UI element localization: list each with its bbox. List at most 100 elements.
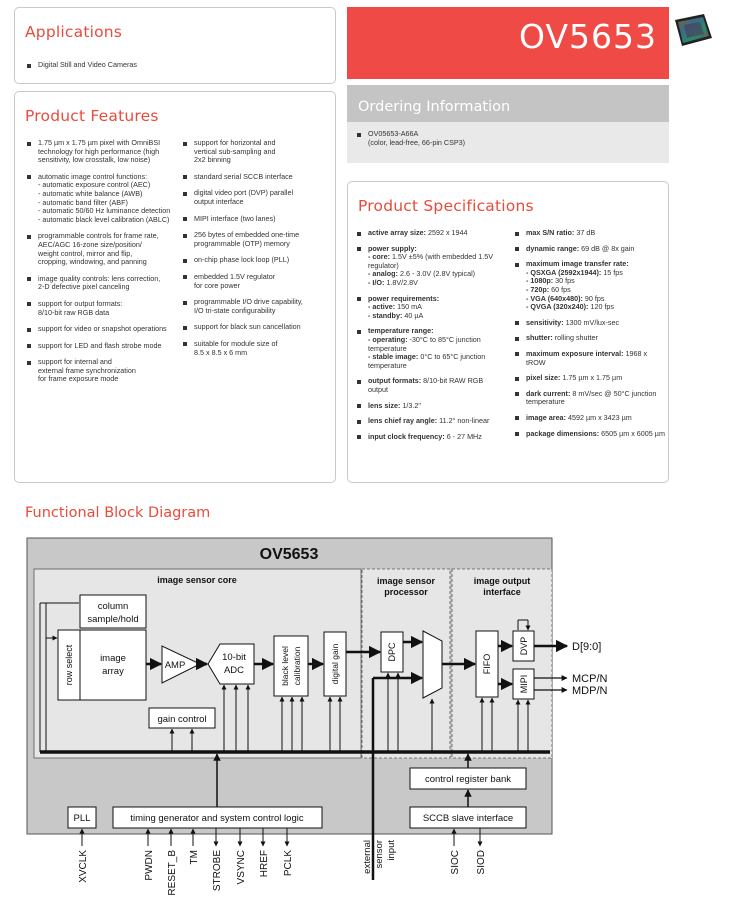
features-title: Product Features [25, 107, 159, 125]
image-array-label-1: image [100, 653, 126, 664]
spec-sub-value: 90 fps [582, 293, 605, 303]
spec-label: lens size: [368, 400, 401, 410]
spec-item: active array size: 2592 x 1944 [357, 228, 505, 238]
feature-item: image quality controls: lens correction,… [27, 274, 185, 292]
feature-line: standard serial SCCB interface [194, 171, 293, 181]
functional-block-diagram: OV5653 image sensor core image sensor pr… [26, 537, 608, 896]
spec-sub-item: - operating: -30°C to 85°C junction temp… [368, 334, 505, 353]
product-features-panel: Product Features 1.75 µm x 1.75 µm pixel… [14, 91, 336, 483]
feature-item: programmable I/O drive capability,I/O tr… [183, 298, 331, 315]
iface-label-2: interface [483, 587, 521, 597]
spec-sub-value: 150 mA [395, 302, 422, 312]
spec-sub-item: - VGA (640x480): 90 fps [526, 293, 667, 304]
spec-label: maximum exposure interval: [526, 348, 624, 358]
black-level-calibration-block [273, 635, 309, 697]
gain-control-label: gain control [157, 714, 206, 725]
feature-line: - automatic white balance (AWB) [38, 188, 143, 198]
specs-title: Product Specifications [358, 197, 534, 215]
ordering-title: Ordering Information [358, 99, 511, 115]
spec-sub-value: 1.8V/2.8V [384, 277, 418, 287]
output-mcp-label: MCP/N [572, 673, 608, 685]
external-label-1: external [362, 840, 373, 874]
spec-sub-value: 40 µA [402, 310, 424, 320]
feature-item: automatic image control functions:- auto… [27, 172, 185, 225]
feature-item: support for output formats:8/10-bit raw … [27, 298, 185, 317]
adc-block [207, 643, 255, 685]
feature-item: MIPI interface (two lanes) [183, 214, 331, 224]
pin-siod: SIOD [476, 850, 487, 874]
spec-sub-item: - analog: 2.6 - 3.0V (2.8V typical) [368, 270, 505, 279]
dvp-label: DVP [519, 637, 529, 656]
part-number: OV5653 [519, 17, 657, 56]
row-select-label: row select [64, 644, 74, 685]
spec-sub-label: - analog: [368, 269, 398, 279]
chip-title: OV5653 [260, 546, 319, 563]
spec-label: input clock frequency: [368, 431, 445, 441]
dpc-block [380, 631, 404, 673]
feature-line: support for video or snapshot operations [38, 324, 167, 334]
feature-line: support for output formats: [38, 298, 123, 308]
spec-item: output formats: 8/10-bit RAW RGB output [357, 377, 505, 394]
feature-line: cropping, windowing, and panning [38, 257, 147, 267]
spec-label: output formats: [368, 376, 422, 386]
feature-line: programmable (OTP) memory [194, 238, 290, 248]
spec-sub-label: - 720p: [526, 284, 550, 294]
external-label-2: sensor [374, 840, 385, 869]
spec-sub-item: - core: 1.5V ±5% (with embedded 1.5V reg… [368, 252, 505, 270]
applications-panel: Applications Digital Still and Video Cam… [14, 7, 336, 84]
spec-item: temperature range:- operating: -30°C to … [357, 327, 505, 370]
spec-sub-label: - operating: [368, 334, 408, 344]
list-item: OV05653-A66A (color, lead-free, 66-pin C… [357, 129, 465, 147]
spec-item: shutter: rolling shutter [515, 334, 667, 343]
block-diagram-title: Functional Block Diagram [25, 505, 211, 521]
feature-line: - automatic band filter (ABF) [38, 197, 128, 207]
spec-sub-value: 2.6 - 3.0V (2.8V typical) [397, 269, 476, 279]
spec-value: rolling shutter [554, 333, 598, 343]
mux-block [422, 630, 443, 699]
spec-sub-item: - QSXGA (2592x1944): 15 fps [526, 267, 667, 278]
spec-item: power supply:- core: 1.5V ±5% (with embe… [357, 243, 505, 288]
column-sample-hold-block [79, 594, 147, 629]
digital-gain-label: digital gain [330, 643, 340, 684]
control-register-label: control register bank [425, 774, 511, 785]
blc-label-1: black level [280, 646, 290, 686]
feature-line: 8/10-bit raw RGB data [38, 307, 110, 317]
spec-sub-value: 30 fps [553, 276, 575, 286]
pin-tm: TM [189, 850, 200, 864]
adc-label-1: 10-bit [222, 652, 246, 663]
dpc-label: DPC [387, 642, 397, 662]
applications-list: Digital Still and Video Cameras [27, 60, 137, 78]
feature-line: programmable I/O drive capability, [194, 297, 303, 307]
pin-pclk: PCLK [283, 850, 294, 876]
gain-control-block [148, 707, 216, 729]
feature-line: weight control, mirror and flip, [38, 248, 133, 258]
isp-label-1: image sensor [377, 576, 436, 586]
feature-line: digital video port (DVP) parallel [194, 188, 294, 198]
spec-label: sensitivity: [526, 317, 564, 327]
spec-item: maximum exposure interval: 1968 x tROW [515, 348, 667, 367]
spec-sub-label: - stable image: [368, 352, 419, 362]
mipi-label: MIPI [519, 675, 529, 694]
spec-item: max S/N ratio: 37 dB [515, 228, 667, 238]
spec-item: package dimensions: 6505 µm x 6005 µm [515, 429, 667, 439]
spec-sub-value: 15 fps [601, 267, 623, 277]
spec-sub-value: 0°C to 65°C junction temperature [368, 352, 486, 370]
feature-line: for core power [194, 280, 240, 290]
feature-item: on-chip phase lock loop (PLL) [183, 256, 331, 265]
spec-sub-label: - I/O: [368, 277, 385, 287]
spec-sub-item: - standby: 40 µA [368, 310, 505, 321]
spec-label: image area: [526, 412, 566, 422]
pin-reset-b: RESET_B [167, 850, 178, 896]
spec-label: power supply: [368, 243, 417, 253]
applications-title: Applications [25, 23, 123, 41]
spec-value: 2592 x 1944 [427, 228, 468, 237]
feature-line: 256 bytes of embedded one-time [194, 230, 300, 240]
spec-label: temperature range: [368, 326, 434, 336]
feature-line: - automatic black level calibration (ABL… [38, 214, 170, 224]
